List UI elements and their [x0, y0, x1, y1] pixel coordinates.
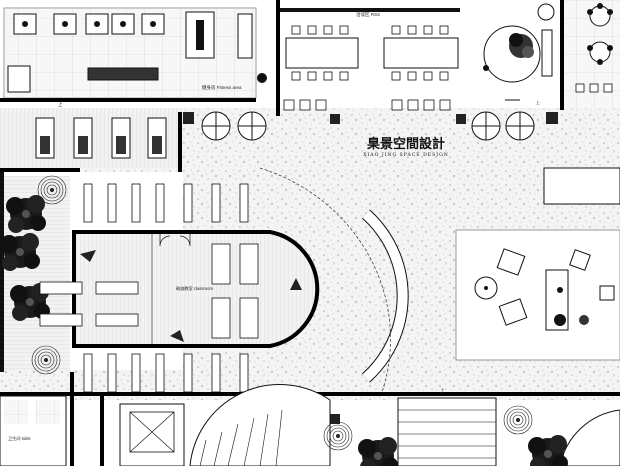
- bottom-stairs: 上: [119, 384, 620, 466]
- brand-logo: 臬景空間設計 XIAO JING SPACE DESIGN: [363, 136, 449, 158]
- dining-area: [564, 0, 620, 108]
- round-lounge: 上: [470, 0, 560, 105]
- fitness-area-label: 健身房 Fitness area: [202, 84, 242, 91]
- brand-name-en: XIAO JING SPACE DESIGN: [363, 152, 449, 158]
- svg-text:上: 上: [58, 101, 63, 107]
- toilet: 卫生间 toilet: [0, 395, 67, 466]
- brand-name-cn: 臬景空間設計: [366, 136, 445, 152]
- bar-counter: [543, 167, 620, 205]
- lounge-area: [455, 229, 620, 361]
- columns: [201, 111, 535, 141]
- meeting-area: 洽谈区 RSS: [280, 0, 460, 111]
- meeting-area-label: 洽谈区 RSS: [356, 11, 380, 18]
- up-mark-bottom: 上: [440, 387, 445, 393]
- toilet-label: 卫生间 toilet: [8, 435, 31, 442]
- treadmills: 上: [0, 101, 183, 172]
- yoga-classroom: 瑜伽教室 classroom: [39, 230, 320, 348]
- fitness-area: 健身房 Fitness area: [3, 7, 267, 99]
- svg-text:上: 上: [536, 99, 540, 105]
- classroom-label: 瑜伽教室 classroom: [176, 285, 214, 292]
